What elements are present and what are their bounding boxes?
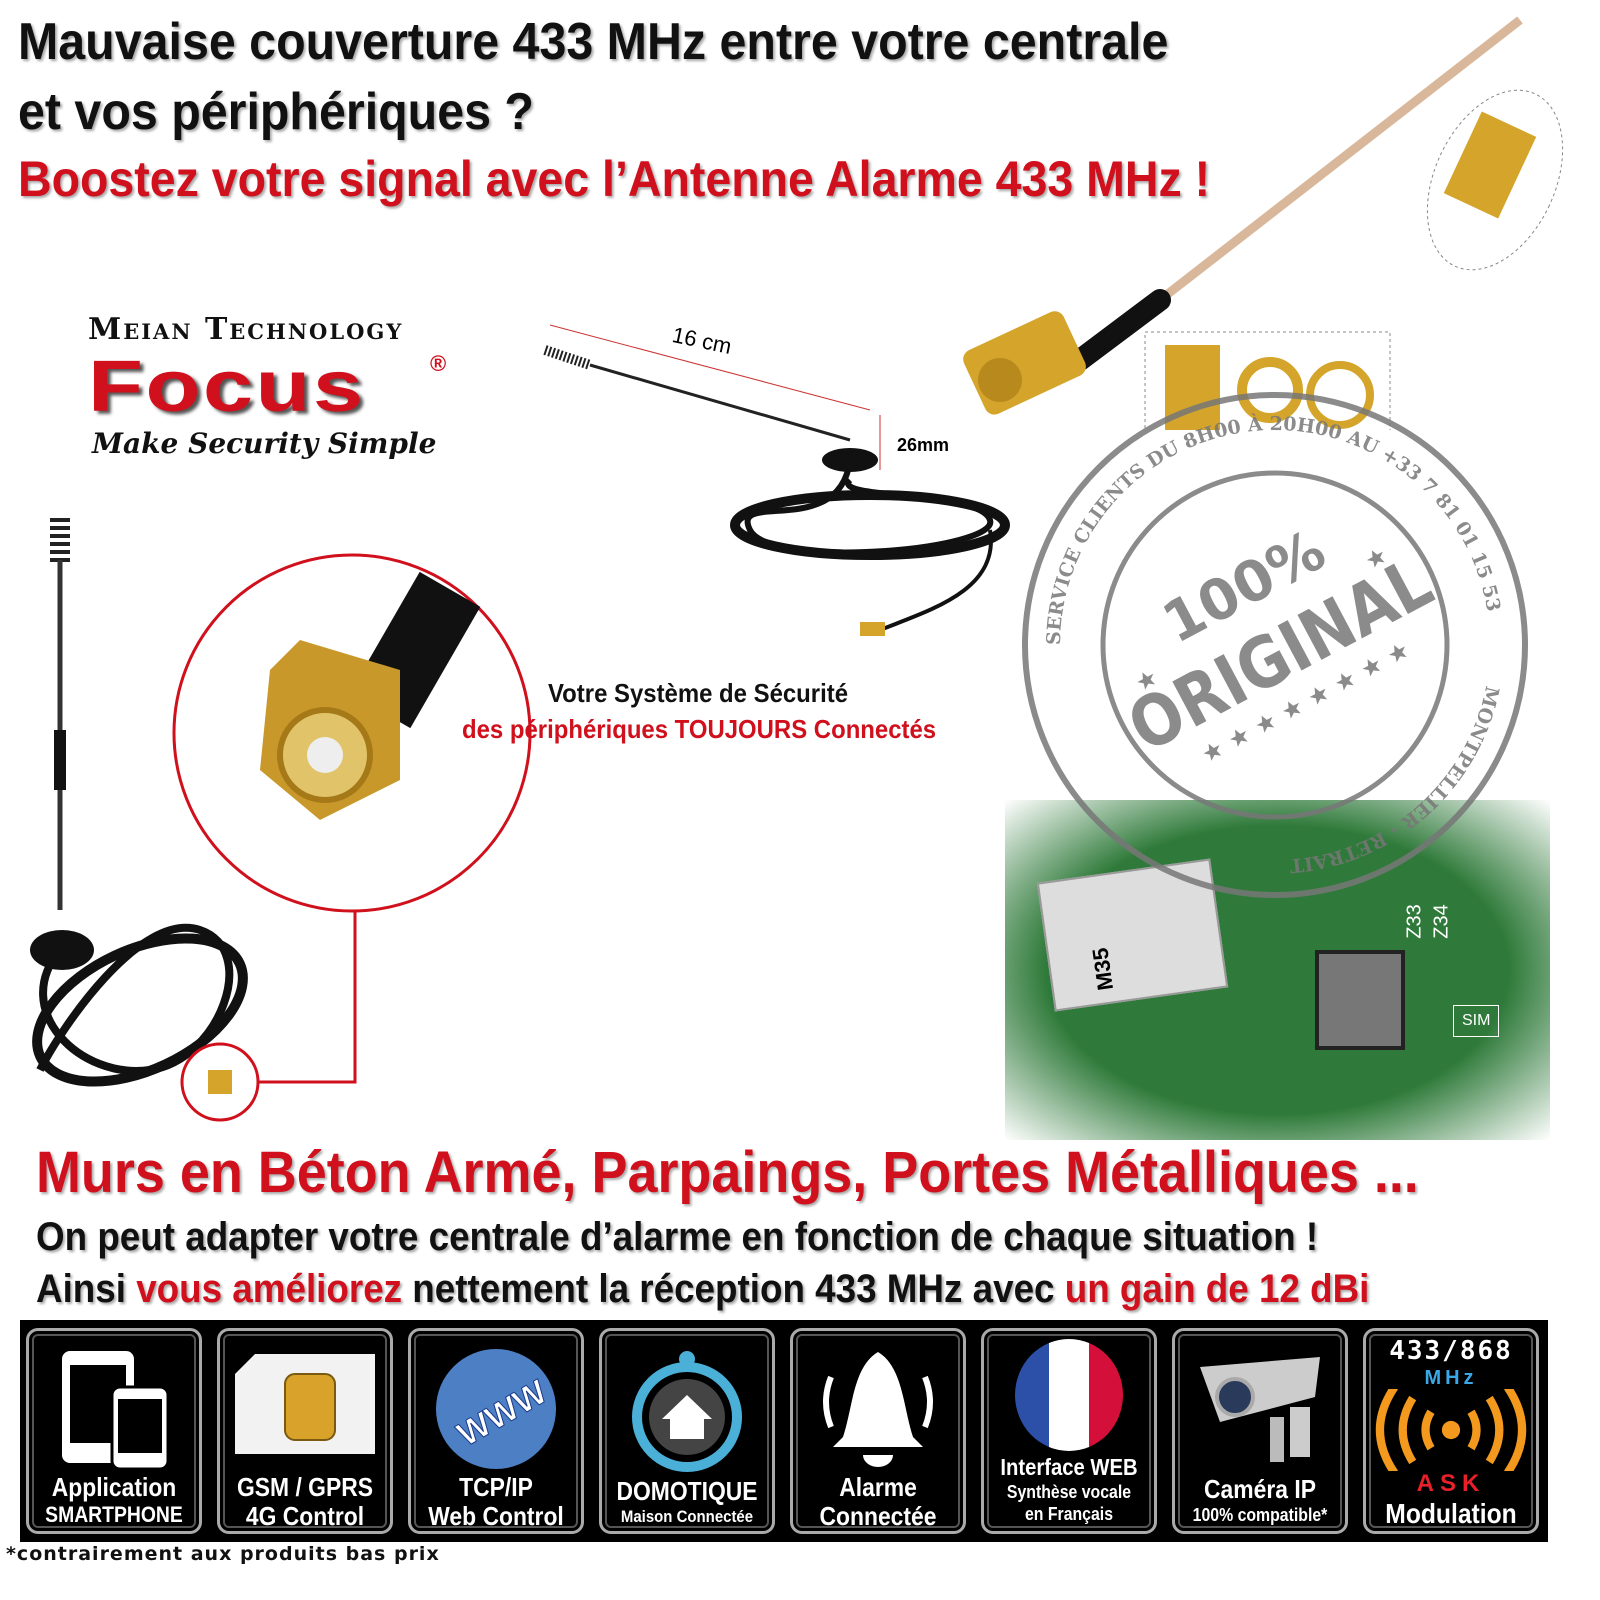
feature-label: DOMOTIQUE xyxy=(616,1476,758,1506)
feature-label: Alarme xyxy=(839,1472,917,1502)
feature-label: TCP/IP xyxy=(459,1472,533,1502)
features-bar: Application SMARTPHONE GSM / GPRS 4G Con… xyxy=(20,1320,1548,1542)
feature-sublabel: Connectée xyxy=(819,1501,937,1531)
body-headline: Murs en Béton Armé, Parpaings, Portes Mé… xyxy=(36,1140,1419,1205)
callout-title: Votre Système de Sécurité xyxy=(548,678,849,708)
logo-tagline: Make Security Simple xyxy=(92,427,437,460)
text: nettement la réception 433 MHz avec xyxy=(402,1267,1065,1311)
stamp-right-text: MONTPELLIER - RETRAIT xyxy=(1289,684,1503,876)
radio-wave-icon xyxy=(1366,1389,1536,1471)
antenna-image xyxy=(543,324,1010,636)
pcb-image: M35 Z33 Z34 SIM xyxy=(1005,800,1550,1140)
headline-line1: Mauvaise couverture 433 MHz entre votre … xyxy=(18,13,1169,71)
headline-line2: et vos périphériques ? xyxy=(18,83,534,141)
original-stamp: SERVICE CLIENTS DU 8H00 À 20H00 AU +33 7… xyxy=(1022,392,1528,898)
callout-subtitle: des périphériques TOUJOURS Connectés xyxy=(462,714,937,744)
highlight-text: vous améliorez xyxy=(136,1267,403,1311)
feature-label: Caméra IP xyxy=(1204,1474,1316,1504)
feature-web-interface: Interface WEB Synthèse vocale en Françai… xyxy=(981,1328,1157,1534)
headline-line3: Boostez votre signal avec l’Antenne Alar… xyxy=(18,151,1211,207)
frequency-label: 433/868 xyxy=(1389,1336,1513,1366)
french-flag-icon xyxy=(984,1337,1154,1453)
feature-sublabel: Maison Connectée xyxy=(620,1507,754,1526)
feature-alarm: Alarme Connectée xyxy=(790,1328,966,1534)
text: Ainsi xyxy=(36,1267,137,1311)
pigtail-cable-image xyxy=(963,16,1564,430)
feature-433-868: 433/868 MHz ASK Modulation xyxy=(1363,1328,1539,1534)
logo-brand-top: Meian Technology xyxy=(88,312,404,347)
registered-mark: ® xyxy=(430,351,447,376)
smart-home-icon xyxy=(602,1345,772,1473)
feature-label: GSM / GPRS xyxy=(236,1472,374,1502)
feature-sublabel-2: en Français xyxy=(1024,1504,1114,1524)
sim-card-icon xyxy=(220,1345,390,1473)
base-diameter-label: 26mm xyxy=(897,435,950,455)
bell-icon xyxy=(793,1345,963,1473)
sim-slot xyxy=(1315,950,1405,1050)
feature-ip-camera: Caméra IP 100% compatible* xyxy=(1172,1328,1348,1534)
footnote: *contrairement aux produits bas prix xyxy=(6,1543,440,1565)
feature-smartphone: Application SMARTPHONE xyxy=(26,1328,202,1534)
feature-sublabel: SMARTPHONE xyxy=(45,1502,183,1527)
pcb-label-sim: SIM xyxy=(1453,1005,1500,1038)
feature-label: Interface WEB xyxy=(1000,1454,1138,1480)
feature-label: Application xyxy=(51,1472,177,1502)
feature-sublabel: 100% compatible* xyxy=(1192,1505,1328,1525)
feature-sublabel: Synthèse vocale xyxy=(1006,1482,1132,1502)
mhz-label: MHz xyxy=(1424,1367,1478,1389)
feature-sublabel: 4G Control xyxy=(245,1501,365,1531)
globe-www-icon: WWW xyxy=(411,1345,581,1473)
ask-label: ASK xyxy=(1416,1470,1486,1497)
smartphone-icon xyxy=(29,1345,199,1473)
gain-highlight: un gain de 12 dBi xyxy=(1064,1267,1370,1311)
logo-focus: Focus xyxy=(88,347,366,427)
camera-icon xyxy=(1175,1345,1345,1473)
feature-tcpip: WWW TCP/IP Web Control xyxy=(408,1328,584,1534)
body-line1: On peut adapter votre centrale d’alarme … xyxy=(36,1215,1319,1259)
feature-domotique: DOMOTIQUE Maison Connectée xyxy=(599,1328,775,1534)
feature-gsm: GSM / GPRS 4G Control xyxy=(217,1328,393,1534)
svg-text:MONTPELLIER - RETRAIT: MONTPELLIER - RETRAIT xyxy=(1289,684,1503,876)
feature-sublabel: Web Control xyxy=(428,1501,564,1531)
module-label: M35 xyxy=(1087,946,1119,993)
antenna-zoom-image xyxy=(30,518,532,1122)
feature-label: Modulation xyxy=(1385,1498,1517,1529)
body-line2: Ainsi vous améliorez nettement la récept… xyxy=(36,1266,1369,1312)
